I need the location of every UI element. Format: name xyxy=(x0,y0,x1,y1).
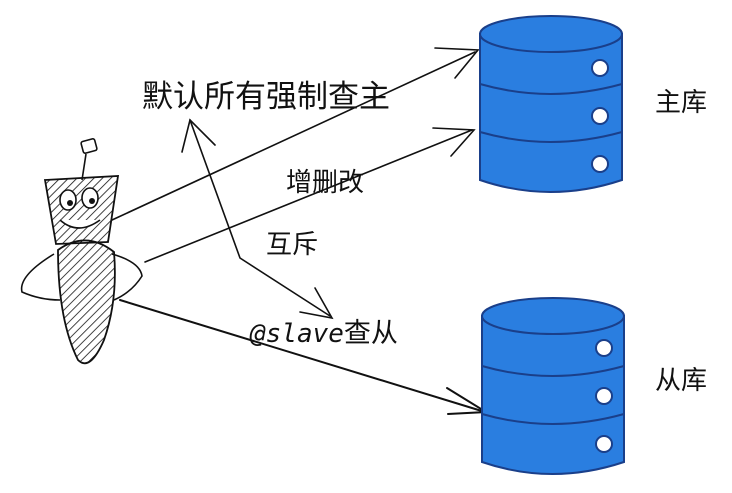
robot-figure-icon xyxy=(20,138,143,365)
slave-annotation: @slave xyxy=(250,319,344,349)
default-master-label: 默认所有强制查主 xyxy=(142,79,390,115)
master-db-label: 主库 xyxy=(655,88,708,118)
slave-db-label: 从库 xyxy=(655,366,708,396)
slave-database-icon xyxy=(481,297,625,475)
mutex-label: 互斥 xyxy=(266,230,319,260)
arrow-to-master-top xyxy=(111,47,480,221)
arrow-to-master-crud xyxy=(144,127,476,263)
mutex-arrow xyxy=(181,118,334,320)
master-database-icon xyxy=(479,15,623,193)
arrow-to-slave xyxy=(119,299,490,415)
slave-query-label: @slave查从 xyxy=(250,320,398,347)
slave-query-suffix: 查从 xyxy=(343,318,398,349)
crud-label: 增删改 xyxy=(286,168,365,198)
